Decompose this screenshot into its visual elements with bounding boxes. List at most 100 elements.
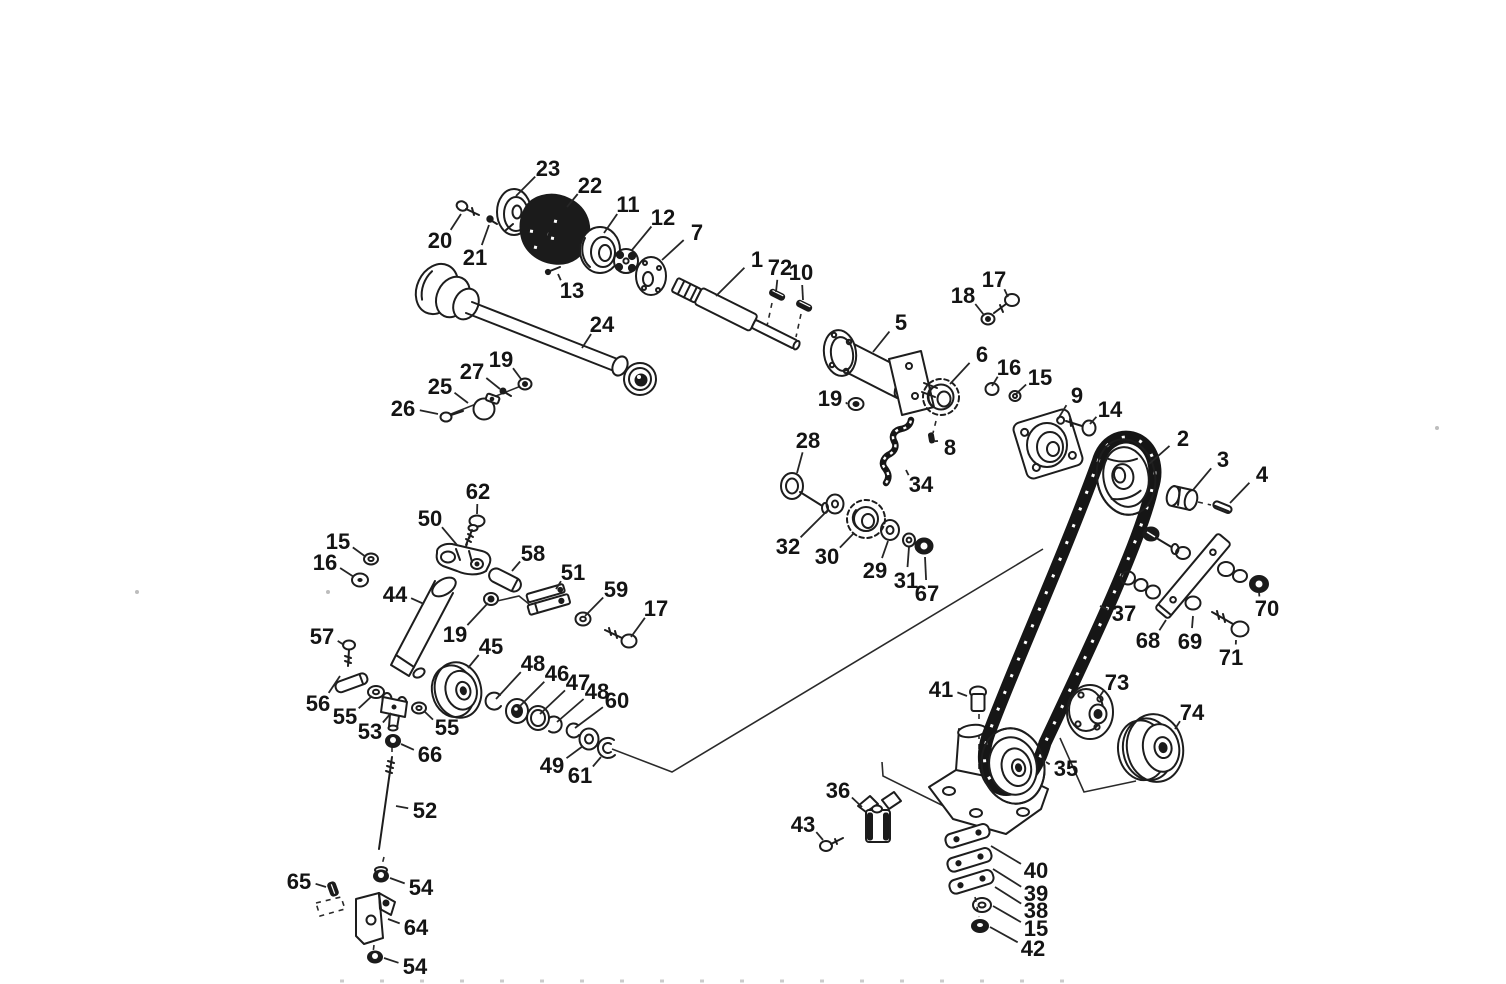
part-15-washer-a [1008, 390, 1022, 402]
part-label-19: 19 [489, 347, 513, 372]
part-62-bolt [465, 514, 486, 546]
leader-line-56 [327, 675, 341, 694]
part-67-nut [914, 537, 934, 555]
part-58-link [488, 567, 522, 593]
part-label-15: 15 [326, 529, 350, 554]
part-31-washer [902, 532, 916, 548]
leader-line-74 [1174, 720, 1181, 730]
part-37-belt [978, 430, 1162, 796]
leader-line-47 [539, 689, 566, 715]
part-36-switch [857, 791, 902, 843]
part-54-nut-a [373, 866, 389, 883]
part-label-49: 49 [540, 753, 564, 778]
part-label-55: 55 [333, 704, 357, 729]
leader-line-28 [796, 452, 804, 474]
part-label-73: 73 [1105, 670, 1129, 695]
input-shaft-group [671, 277, 813, 351]
part-68-bar [1155, 533, 1231, 619]
part-label-64: 64 [404, 915, 429, 940]
leader-line-55 [358, 695, 373, 709]
leader-line-50 [441, 526, 458, 546]
part-label-36: 36 [826, 778, 850, 803]
part-55-washer-b [411, 701, 427, 715]
part-label-51: 51 [561, 560, 585, 585]
part-1-shaft [671, 277, 801, 351]
part-label-71: 71 [1219, 645, 1243, 670]
part-18-nut [980, 312, 996, 326]
part-label-27: 27 [460, 359, 484, 384]
part-20-bolt [455, 200, 480, 216]
part-15-washer-b [363, 552, 379, 566]
leader-line-21 [480, 224, 490, 246]
leader-line-9 [1057, 404, 1068, 420]
leader-line-68 [1158, 619, 1167, 631]
part-14-bolt [1065, 418, 1097, 437]
idler-hardware [1120, 526, 1269, 638]
leader-line-38 [994, 886, 1022, 905]
washer [1217, 561, 1235, 577]
part-label-29: 29 [863, 558, 887, 583]
leader-line-6 [949, 362, 971, 385]
part-6-sprocket [922, 378, 960, 416]
part-19-nut-c [483, 592, 499, 606]
part-label-55: 55 [435, 715, 459, 740]
part-label-16: 16 [313, 550, 337, 575]
leader-line-43 [815, 831, 824, 841]
part-label-40: 40 [1024, 858, 1048, 883]
part-35-pulley [980, 727, 1046, 805]
leader-line-12 [631, 225, 653, 251]
part-71-bolt [1211, 610, 1250, 638]
leader-line-69 [1191, 615, 1194, 629]
part-label-46: 46 [545, 661, 569, 686]
part-label-50: 50 [418, 506, 442, 531]
leader-line-42 [989, 926, 1019, 944]
part-51-clevis [525, 583, 571, 616]
part-label-52: 52 [413, 798, 437, 823]
leader-line-7 [661, 239, 685, 261]
leader-line-11 [603, 213, 618, 234]
part-5-tube [822, 329, 938, 416]
leader-line-16 [991, 376, 999, 387]
part-label-54: 54 [403, 954, 428, 979]
part-label-15: 15 [1024, 916, 1048, 941]
part-label-70: 70 [1255, 596, 1279, 621]
part-label-47: 47 [566, 670, 590, 695]
part-52-rod [378, 756, 395, 850]
leader-line-65 [315, 882, 327, 888]
part-label-57: 57 [310, 624, 334, 649]
leader-line-3 [1192, 467, 1212, 491]
leader-line-64 [387, 918, 401, 925]
part-7-flange [635, 256, 667, 296]
part-label-9: 9 [1071, 383, 1083, 408]
part-41-bolt [969, 685, 987, 712]
leader-line-15 [1015, 383, 1027, 395]
connector-line [766, 302, 773, 327]
connector-line [795, 313, 802, 338]
part-19-nut-b [847, 397, 865, 411]
part-43-bolt [819, 837, 844, 852]
part-13-screw [544, 266, 561, 276]
part-32-washer [825, 493, 845, 515]
part-9-flange-bearing [1012, 408, 1084, 480]
leader-line-20 [449, 213, 462, 231]
part-label-45: 45 [479, 634, 503, 659]
connector-line [496, 595, 530, 605]
sprocket-hardware-group [780, 472, 934, 555]
part-70-nut [1249, 575, 1269, 593]
connector-line [1059, 737, 1137, 793]
leader-line-16 [339, 567, 355, 578]
part-11-bearing-cup [579, 226, 621, 274]
part-label-32: 32 [776, 534, 800, 559]
washer [1145, 584, 1161, 600]
leader-line-41 [957, 691, 968, 697]
part-16-washer-a [984, 382, 1000, 396]
part-label-14: 14 [1098, 397, 1123, 422]
part-39-spacer [946, 847, 993, 873]
part-label-3: 3 [1217, 447, 1229, 472]
part-54-nut-b [367, 950, 383, 964]
part-21-screw [486, 215, 498, 225]
part-label-7: 7 [691, 220, 703, 245]
part-72-key [769, 288, 786, 301]
